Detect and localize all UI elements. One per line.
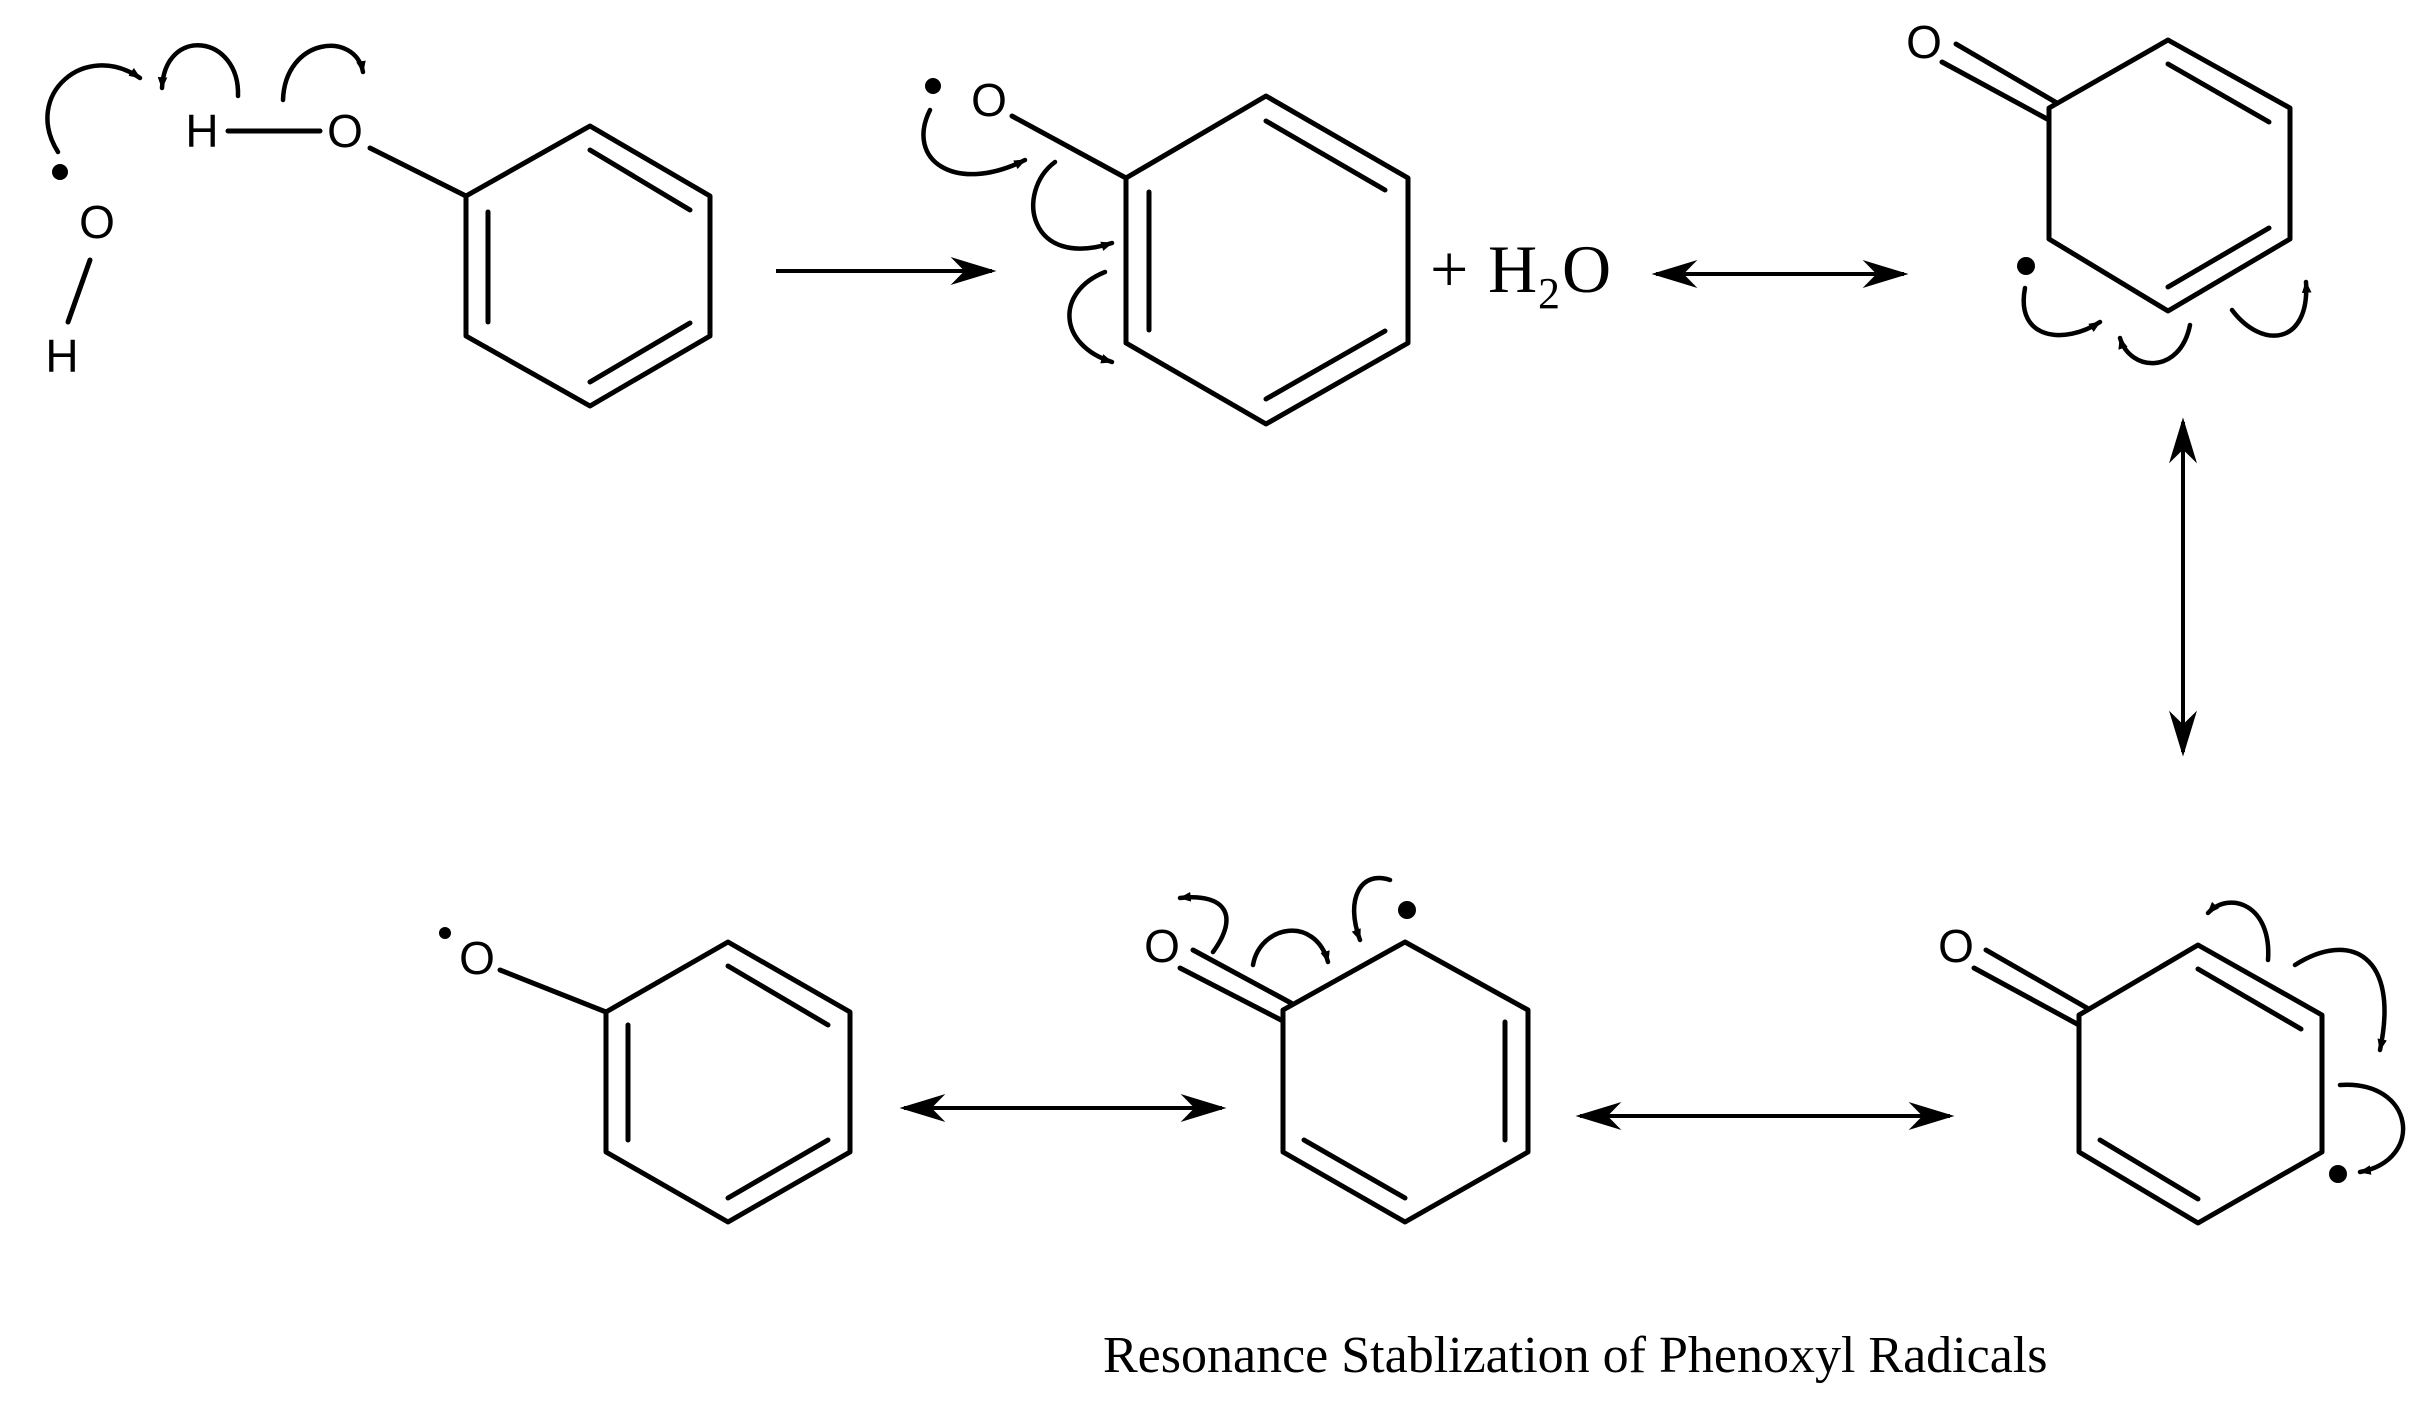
ring-double-bond xyxy=(1263,328,1388,402)
phenol-benzene-ring xyxy=(463,123,713,409)
ring-double-bond xyxy=(725,963,831,1028)
hydroxyl-oxygen-label: O xyxy=(79,196,115,248)
step4-electron-arrows xyxy=(2205,900,2406,1175)
ring-double-bond xyxy=(725,1137,831,1201)
curved-arrow xyxy=(2337,1082,2406,1175)
c-o-double-bond xyxy=(1939,59,2052,123)
curved-arrow xyxy=(921,107,1028,177)
water-oxygen-label: O xyxy=(1562,231,1611,307)
ring-double-bond xyxy=(2165,225,2272,290)
curved-arrow xyxy=(2205,900,2271,963)
phenoxyl-benzene-ring xyxy=(603,939,853,1225)
keto-ortho-radical-bottom: O xyxy=(1144,901,1531,1225)
ring-double-bond xyxy=(2097,1137,2201,1202)
step5-electron-arrows xyxy=(1177,875,1393,968)
c-o-double-bond xyxy=(1983,947,2090,1011)
curved-arrow xyxy=(2292,947,2387,1053)
step3-electron-arrows xyxy=(2021,279,2312,366)
plus-sign: + xyxy=(1430,231,1468,307)
keto-oxygen-label: O xyxy=(1906,16,1942,68)
step1-electron-arrows xyxy=(45,43,366,155)
phenoxyl-benzene-ring xyxy=(1123,93,1411,427)
radical-electron-dot xyxy=(52,164,68,180)
c-o-double-bond xyxy=(1953,41,2060,106)
curved-arrow xyxy=(1177,892,1229,955)
step2-electron-arrows xyxy=(921,107,1115,365)
curved-arrow xyxy=(45,63,143,155)
o-c-bond xyxy=(1009,113,1129,181)
keto-oxygen-label: O xyxy=(1938,920,1974,972)
phenol-oxygen-label: O xyxy=(327,105,363,157)
diagram-caption: Resonance Stablization of Phenoxyl Radic… xyxy=(1103,1327,2047,1384)
curved-arrow xyxy=(2117,322,2193,366)
ring-double-bond xyxy=(587,320,693,385)
curved-arrow xyxy=(157,43,241,99)
phenol-molecule: H O xyxy=(185,105,713,409)
c-o-double-bond xyxy=(1177,965,1286,1024)
water-byproduct: + H 2 O xyxy=(1430,231,1611,318)
curved-arrow xyxy=(1250,928,1331,968)
c-o-double-bond xyxy=(1971,965,2082,1028)
cyclohexadienone-ring xyxy=(1280,939,1531,1225)
phenoxyl-radical-bottom: O xyxy=(439,927,853,1225)
ring-double-bond xyxy=(1263,118,1388,193)
radical-electron-dot xyxy=(2329,1165,2347,1183)
curved-arrow xyxy=(2021,285,2103,338)
curved-arrow xyxy=(1351,875,1393,943)
curved-arrow xyxy=(2229,279,2312,338)
phenoxyl-oxygen-label: O xyxy=(971,74,1007,126)
ring-double-bond xyxy=(2165,61,2272,125)
c-o-double-bond xyxy=(1190,947,1294,1006)
radical-electron-dot xyxy=(2017,257,2035,275)
curved-arrow xyxy=(1031,159,1115,251)
ring-double-bond xyxy=(587,147,693,213)
ring-double-bond xyxy=(1301,1137,1408,1201)
phenoxyl-radical-molecule: O xyxy=(925,74,1411,427)
radical-electron-dot xyxy=(925,78,941,94)
hydroxyl-radical: O H xyxy=(45,164,115,382)
o-c-bond xyxy=(367,145,469,199)
o-c-bond xyxy=(497,967,609,1015)
curved-arrow xyxy=(1067,269,1115,365)
hydroxyl-hydrogen-label: H xyxy=(45,330,78,382)
phenol-hydrogen-label: H xyxy=(185,105,218,157)
keto-oxygen-label: O xyxy=(1144,920,1180,972)
keto-para-radical: O xyxy=(1938,920,2347,1226)
curved-arrow xyxy=(280,43,366,103)
phenoxyl-oxygen-label: O xyxy=(459,932,495,984)
water-subscript: 2 xyxy=(1538,269,1560,318)
keto-ortho-radical-top: O xyxy=(1906,16,2293,314)
water-hydrogen-label: H xyxy=(1488,231,1537,307)
cyclohexadienone-ring xyxy=(2076,942,2325,1226)
radical-electron-dot xyxy=(1398,901,1416,919)
ring-double-bond xyxy=(2195,966,2304,1032)
o-h-bond xyxy=(65,257,93,325)
cyclohexadienone-ring xyxy=(2046,37,2293,314)
radical-electron-dot xyxy=(439,927,451,939)
